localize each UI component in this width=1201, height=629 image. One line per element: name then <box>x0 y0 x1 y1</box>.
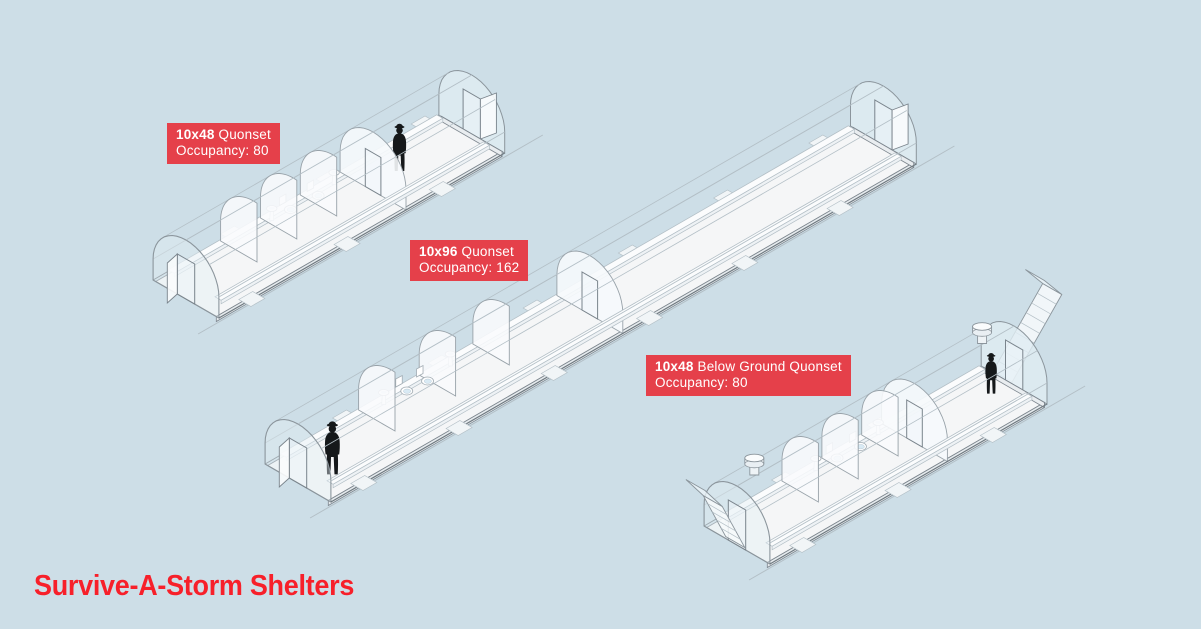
stall-partition <box>472 299 510 366</box>
base-tab <box>826 200 854 216</box>
stair-step <box>1031 302 1051 315</box>
stair-step <box>716 519 736 532</box>
shell-line <box>321 110 907 449</box>
base-tab <box>635 310 664 326</box>
base-tab <box>979 427 1007 443</box>
base-tab <box>789 537 817 553</box>
base-tab <box>540 365 568 381</box>
base-tab <box>731 255 759 271</box>
door-panel <box>166 252 178 305</box>
shell-line <box>736 325 1015 487</box>
toilet-icon <box>395 374 414 396</box>
shelter-size: 10x48 <box>176 127 215 142</box>
shelter-10x48-below-ground-quonset <box>685 269 1086 581</box>
base-tab <box>333 236 361 252</box>
hatch-lid <box>685 479 723 507</box>
door-panel <box>891 103 909 151</box>
base-tab <box>238 291 266 307</box>
stair-step <box>1026 312 1046 325</box>
shelter-label-occupancy: Occupancy: 162 <box>419 260 520 275</box>
stall-partition <box>220 196 258 263</box>
shell-line <box>218 152 505 319</box>
stall-partition <box>299 150 338 217</box>
shelter-type: Quonset <box>218 127 271 142</box>
shell-line <box>218 131 505 298</box>
shelter-label-name: 10x96 Quonset <box>419 244 519 260</box>
base-tab <box>884 482 912 498</box>
shell-line <box>769 382 1048 544</box>
shelter-label-occupancy: Occupancy: 80 <box>655 375 748 390</box>
vent-pipe-icon <box>744 453 765 476</box>
brand-title: Survive-A-Storm Shelters <box>34 570 355 602</box>
bench <box>220 144 490 305</box>
shelter-type: Below Ground Quonset <box>697 359 842 374</box>
base-tab <box>350 475 378 491</box>
shelter-type: Quonset <box>461 244 514 259</box>
shell-line <box>330 163 917 503</box>
bench <box>332 155 902 489</box>
shelter-size: 10x96 <box>419 244 458 259</box>
shell-line <box>185 74 473 241</box>
stair-step <box>712 511 732 524</box>
stall-partition <box>358 365 396 432</box>
stair-step <box>1020 322 1040 334</box>
shelter-size: 10x48 <box>655 359 694 374</box>
shell-line <box>162 72 449 239</box>
shelter-10x96-quonset <box>264 80 955 519</box>
stall-partition <box>260 173 298 240</box>
door-panel <box>278 436 290 489</box>
stall-partition <box>861 390 899 457</box>
shell-line <box>769 403 1048 565</box>
shelter-10x48-quonset <box>152 69 544 335</box>
stair-step <box>707 503 727 516</box>
door <box>581 271 599 320</box>
shell-line <box>209 99 496 265</box>
vent-pipe-icon <box>972 322 993 344</box>
stall-partition <box>781 436 819 503</box>
door-panel <box>479 92 497 140</box>
shelter-label-name: 10x48 Below Ground Quonset <box>655 359 842 375</box>
shell-line <box>760 350 1038 511</box>
shell-line <box>297 85 884 425</box>
stall-partition <box>821 413 859 480</box>
stair-step <box>1037 292 1057 305</box>
bench <box>771 395 1033 551</box>
shelter-label-10x48-quonset: 10x48 Quonset Occupancy: 80 <box>167 123 280 164</box>
hatch-lid <box>1025 269 1063 295</box>
door <box>364 147 382 197</box>
door <box>906 399 923 448</box>
shelter-label-occupancy: Occupancy: 80 <box>176 143 269 158</box>
base-tab <box>428 181 456 197</box>
shelter-label-10x96-quonset: 10x96 Quonset Occupancy: 162 <box>410 240 529 281</box>
shelter-label-name: 10x48 Quonset <box>176 127 271 143</box>
stair-step <box>721 527 741 540</box>
shell-line <box>330 142 917 482</box>
toilet-icon <box>416 364 434 386</box>
shelter-label-10x48-below-ground: 10x48 Below Ground Quonset Occupancy: 80 <box>646 355 851 396</box>
base-tab <box>445 420 473 436</box>
